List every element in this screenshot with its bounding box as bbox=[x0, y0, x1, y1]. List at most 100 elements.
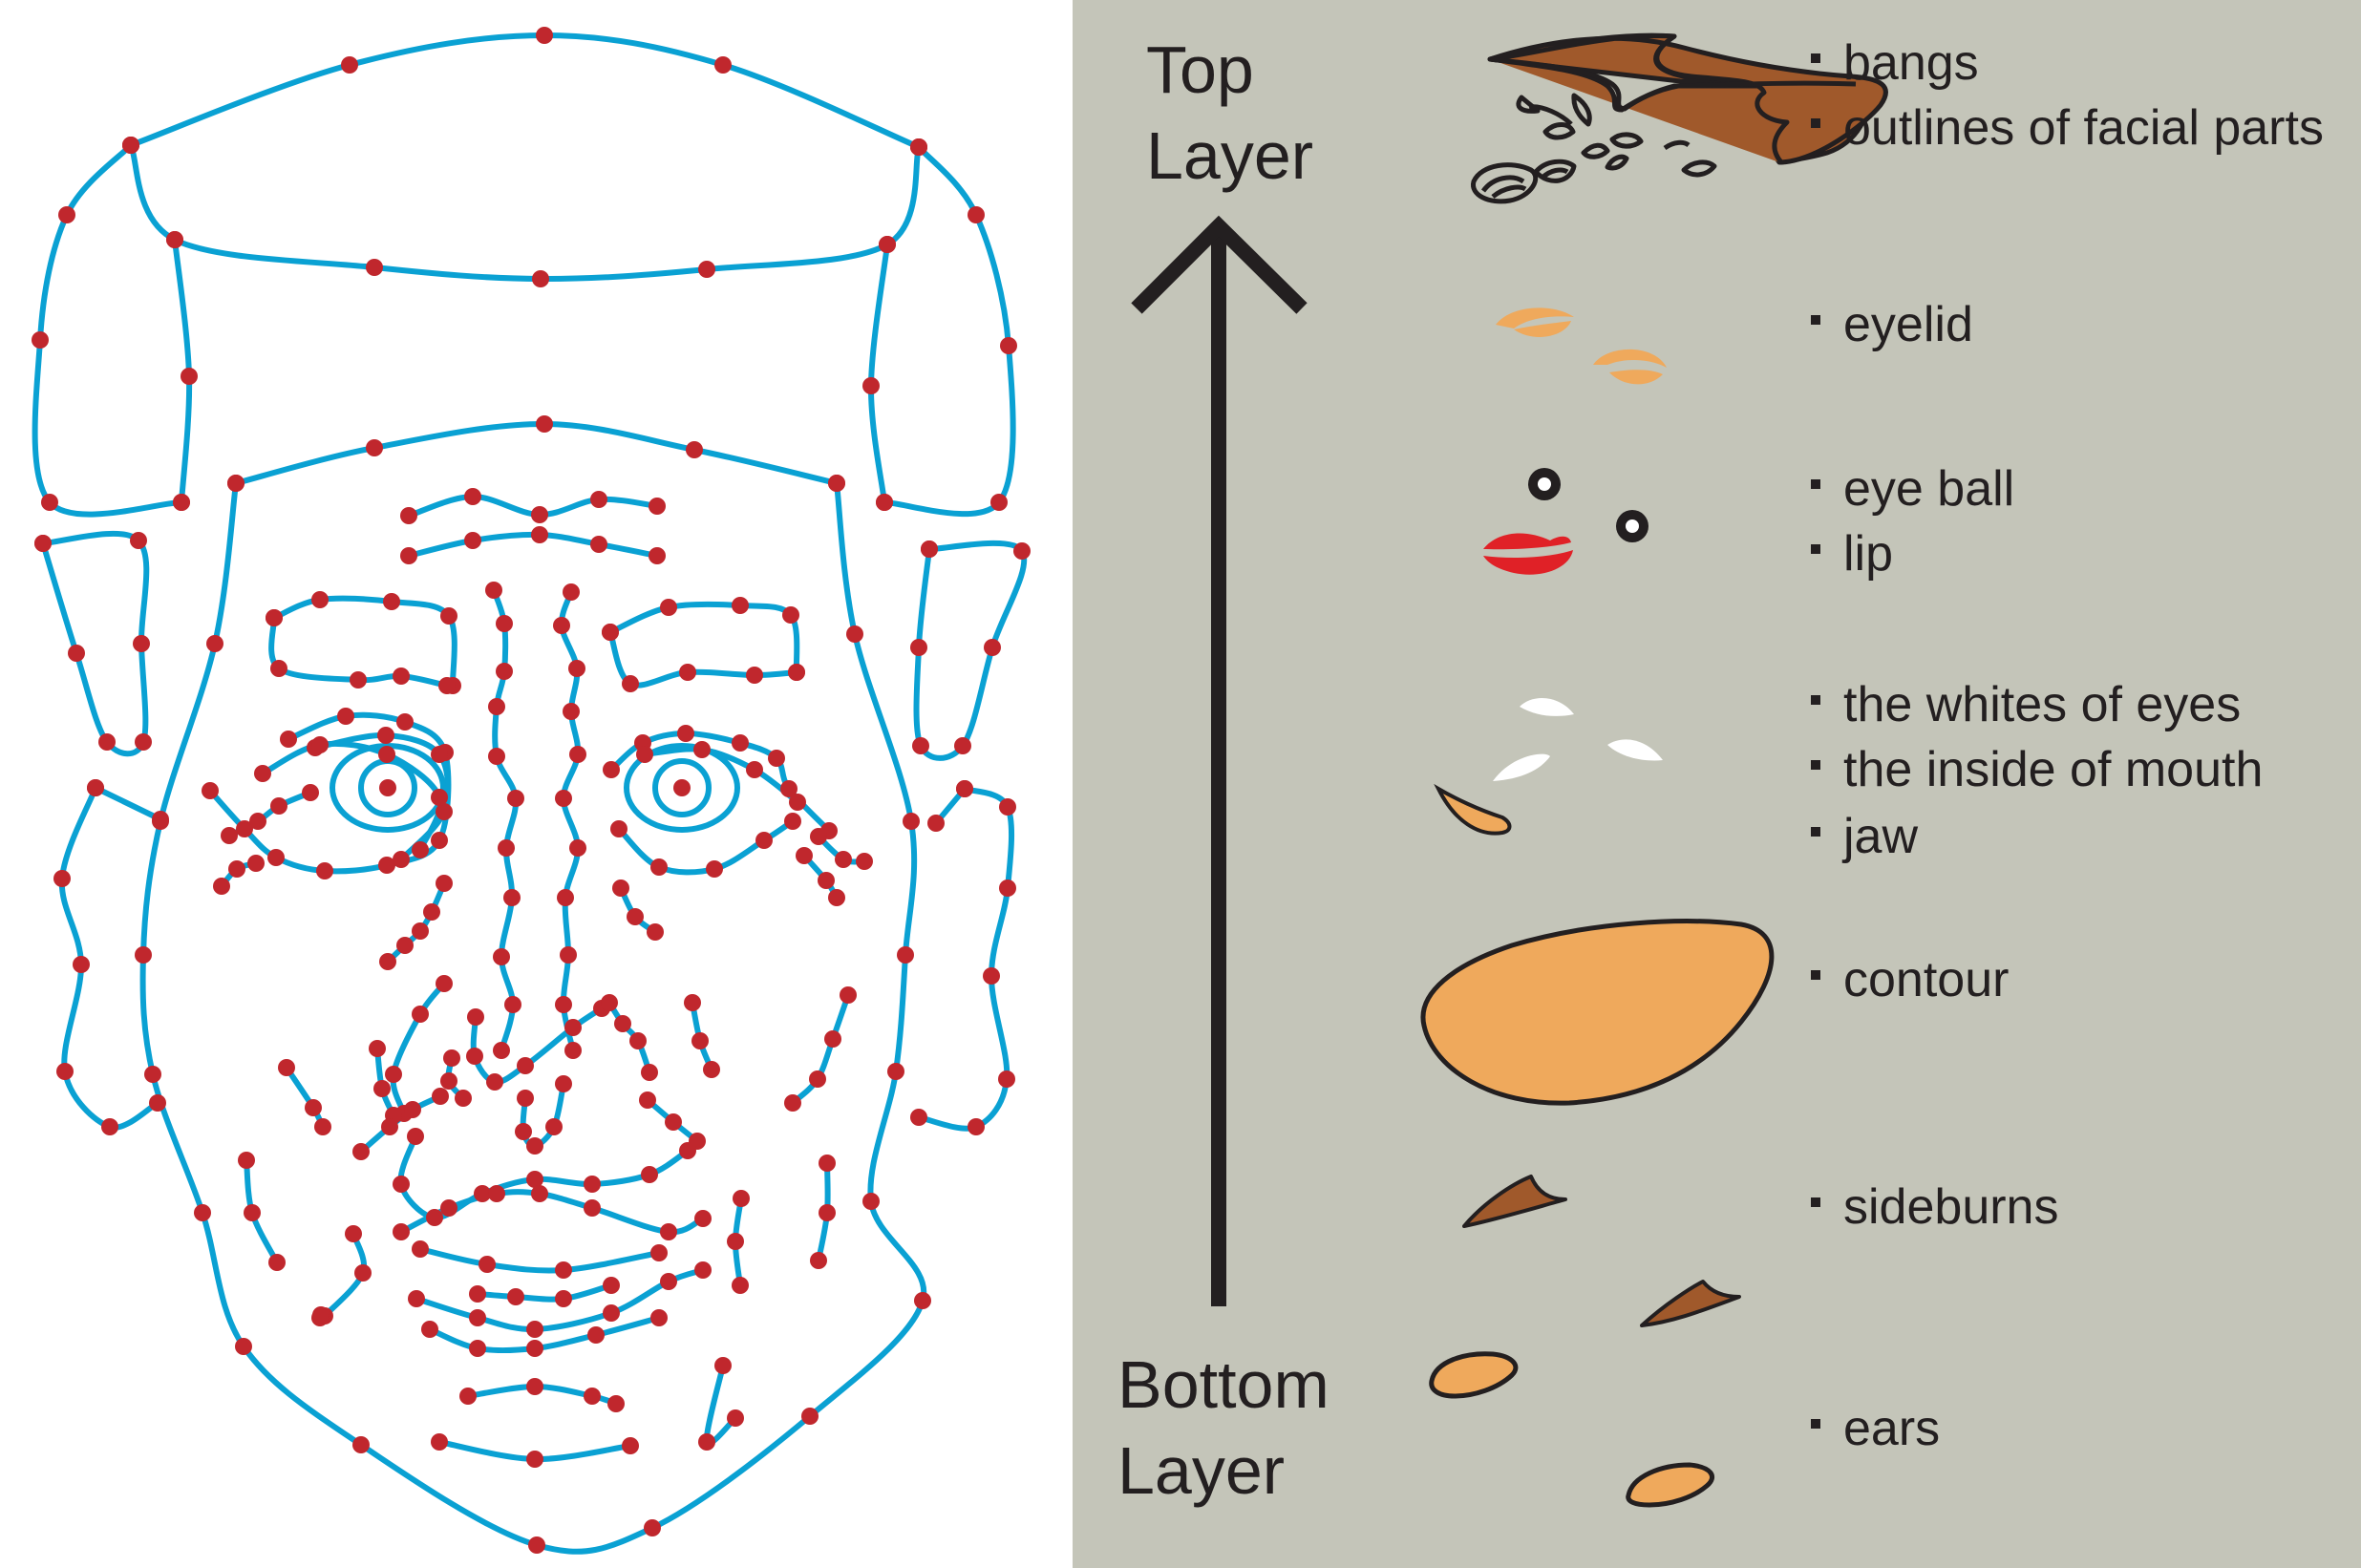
control-point bbox=[1000, 337, 1017, 354]
control-point bbox=[691, 1032, 709, 1049]
layer-label-text: lip bbox=[1843, 526, 1893, 582]
layer-label-bangs: bangs bbox=[1811, 34, 1979, 92]
layer-label-text: outlines of facial parts bbox=[1843, 100, 2324, 156]
control-point bbox=[703, 1061, 720, 1078]
bullet-icon bbox=[1811, 970, 1820, 980]
control-point bbox=[378, 746, 395, 763]
layer-label-text: jaw bbox=[1843, 809, 1918, 864]
control-point bbox=[135, 733, 152, 751]
control-point bbox=[862, 377, 880, 394]
control-point bbox=[835, 851, 852, 868]
mesh-curve bbox=[131, 145, 919, 279]
control-point bbox=[228, 860, 245, 878]
control-point bbox=[727, 1409, 744, 1427]
control-point bbox=[101, 1118, 118, 1135]
mesh-curve bbox=[917, 543, 1025, 758]
control-point bbox=[432, 1088, 449, 1105]
control-point bbox=[440, 1199, 457, 1217]
control-point bbox=[238, 1152, 255, 1169]
control-point bbox=[73, 956, 90, 973]
control-point bbox=[221, 827, 238, 844]
control-point bbox=[366, 439, 383, 456]
control-point bbox=[488, 1185, 505, 1202]
control-point bbox=[746, 667, 763, 684]
control-point bbox=[984, 639, 1001, 656]
control-point bbox=[455, 1090, 472, 1107]
control-point bbox=[314, 1118, 331, 1135]
control-point bbox=[412, 1240, 429, 1258]
bullet-icon bbox=[1811, 695, 1820, 705]
control-point bbox=[479, 1256, 496, 1273]
control-point bbox=[644, 1519, 661, 1536]
control-point bbox=[87, 779, 104, 796]
control-point bbox=[555, 790, 572, 807]
layer-label-sideburns: sideburns bbox=[1811, 1178, 2058, 1236]
control-point bbox=[788, 664, 805, 681]
control-point bbox=[469, 1285, 486, 1303]
control-point bbox=[316, 862, 333, 879]
control-point bbox=[227, 475, 245, 492]
control-point bbox=[426, 1209, 443, 1226]
control-point bbox=[254, 765, 271, 782]
control-point bbox=[555, 1075, 572, 1092]
control-point bbox=[650, 1309, 668, 1326]
control-point bbox=[166, 231, 183, 248]
eyeball-art bbox=[1528, 468, 1648, 542]
control-point bbox=[267, 849, 285, 866]
control-point bbox=[569, 746, 586, 763]
control-point bbox=[584, 1176, 601, 1193]
control-point bbox=[649, 547, 666, 564]
control-point bbox=[407, 1128, 424, 1145]
control-point bbox=[396, 713, 414, 731]
control-point bbox=[431, 832, 448, 849]
control-point bbox=[647, 923, 664, 941]
layer-label-text: sideburns bbox=[1843, 1179, 2058, 1235]
control-point bbox=[438, 677, 456, 694]
control-point bbox=[469, 1309, 486, 1326]
control-point bbox=[135, 946, 152, 964]
control-point bbox=[421, 1321, 438, 1338]
control-point bbox=[784, 1094, 801, 1112]
control-point bbox=[249, 813, 266, 830]
control-point bbox=[354, 1264, 372, 1282]
control-point bbox=[436, 975, 453, 992]
control-point bbox=[268, 1254, 286, 1271]
up-arrow-icon bbox=[1137, 226, 1302, 1306]
control-point bbox=[660, 1273, 677, 1290]
control-point bbox=[202, 782, 219, 799]
mesh-curve bbox=[494, 590, 516, 1050]
control-point bbox=[840, 986, 857, 1004]
control-point bbox=[488, 748, 505, 765]
control-point bbox=[954, 737, 971, 754]
control-point bbox=[377, 727, 394, 744]
top-label-line1: Top bbox=[1146, 27, 1254, 113]
control-point bbox=[133, 635, 150, 652]
mesh-curve bbox=[478, 1285, 611, 1300]
control-point bbox=[601, 994, 618, 1011]
contour-art bbox=[1423, 922, 1772, 1104]
control-point bbox=[531, 526, 548, 543]
bullet-icon bbox=[1811, 1419, 1820, 1429]
control-point bbox=[412, 1006, 429, 1023]
control-point bbox=[436, 875, 453, 892]
control-point bbox=[526, 1340, 543, 1357]
mesh-curve bbox=[707, 1366, 735, 1444]
control-point bbox=[194, 1204, 211, 1221]
control-point bbox=[173, 494, 190, 511]
control-point bbox=[639, 1091, 656, 1109]
control-point bbox=[660, 599, 677, 616]
control-point bbox=[305, 1099, 322, 1116]
layer-label-jaw: jaw bbox=[1811, 808, 1918, 865]
control-point bbox=[493, 948, 510, 965]
control-point bbox=[431, 789, 448, 806]
control-point bbox=[684, 994, 701, 1011]
control-point bbox=[517, 1057, 534, 1074]
control-point bbox=[622, 675, 639, 692]
control-point bbox=[746, 761, 763, 778]
control-point bbox=[486, 1073, 503, 1091]
mesh-curve bbox=[96, 788, 160, 819]
control-point bbox=[130, 532, 147, 549]
control-point bbox=[464, 488, 481, 505]
control-point bbox=[622, 1437, 639, 1454]
layer-label-eyeball: eye ball bbox=[1811, 460, 2014, 518]
